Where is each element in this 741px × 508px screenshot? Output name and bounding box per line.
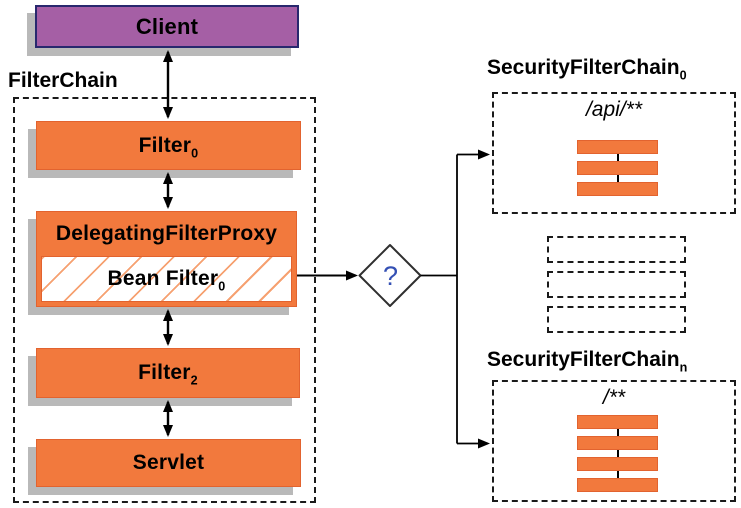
elided-chain-box [547,306,686,333]
filter-bar [577,415,658,429]
filter-bar [577,478,658,492]
filter-bar [577,161,658,175]
filter0-subscript: 0 [191,146,199,161]
decision-question-label: ? [382,260,399,291]
servlet-box: Servlet [36,439,301,487]
filter-bar [577,140,658,154]
client-box: Client [35,5,299,48]
security-filter-chain-n-filters [577,415,658,492]
servlet-label: Servlet [132,451,205,474]
bean-filter-box: Bean Filter0 [41,256,292,302]
filter-bar [577,457,658,471]
security-filter-chain-0-subscript: 0 [679,68,687,83]
security-filter-chain-n-subscript: n [679,360,688,375]
filter-bar [577,436,658,450]
bean-filter-label: Bean Filter0 [107,267,226,294]
elided-chain-box [547,271,686,298]
filterchain-title: FilterChain [8,69,118,92]
delegating-filter-proxy-label: DelegatingFilterProxy [55,222,278,245]
security-filter-chain-n-title: SecurityFilterChainn [487,348,688,375]
elided-chain-box [547,236,686,263]
security-filter-chain-0-filters [577,140,658,196]
security-filter-chain-0-title: SecurityFilterChain0 [487,56,687,83]
bean-filter-subscript: 0 [218,279,226,294]
filter0-label: Filter0 [138,133,199,161]
filter0-box: Filter0 [36,121,301,170]
delegating-filter-proxy-box: DelegatingFilterProxy Bean Filter0 [36,211,297,307]
security-filter-chain-n-pattern: /** [602,386,626,409]
filter-bar [577,182,658,196]
security-filter-chain-0-pattern: /api/** [585,98,643,121]
filter2-box: Filter2 [36,348,300,398]
filter2-label: Filter2 [138,361,198,388]
filter2-subscript: 2 [190,373,198,388]
client-label: Client [135,13,199,39]
